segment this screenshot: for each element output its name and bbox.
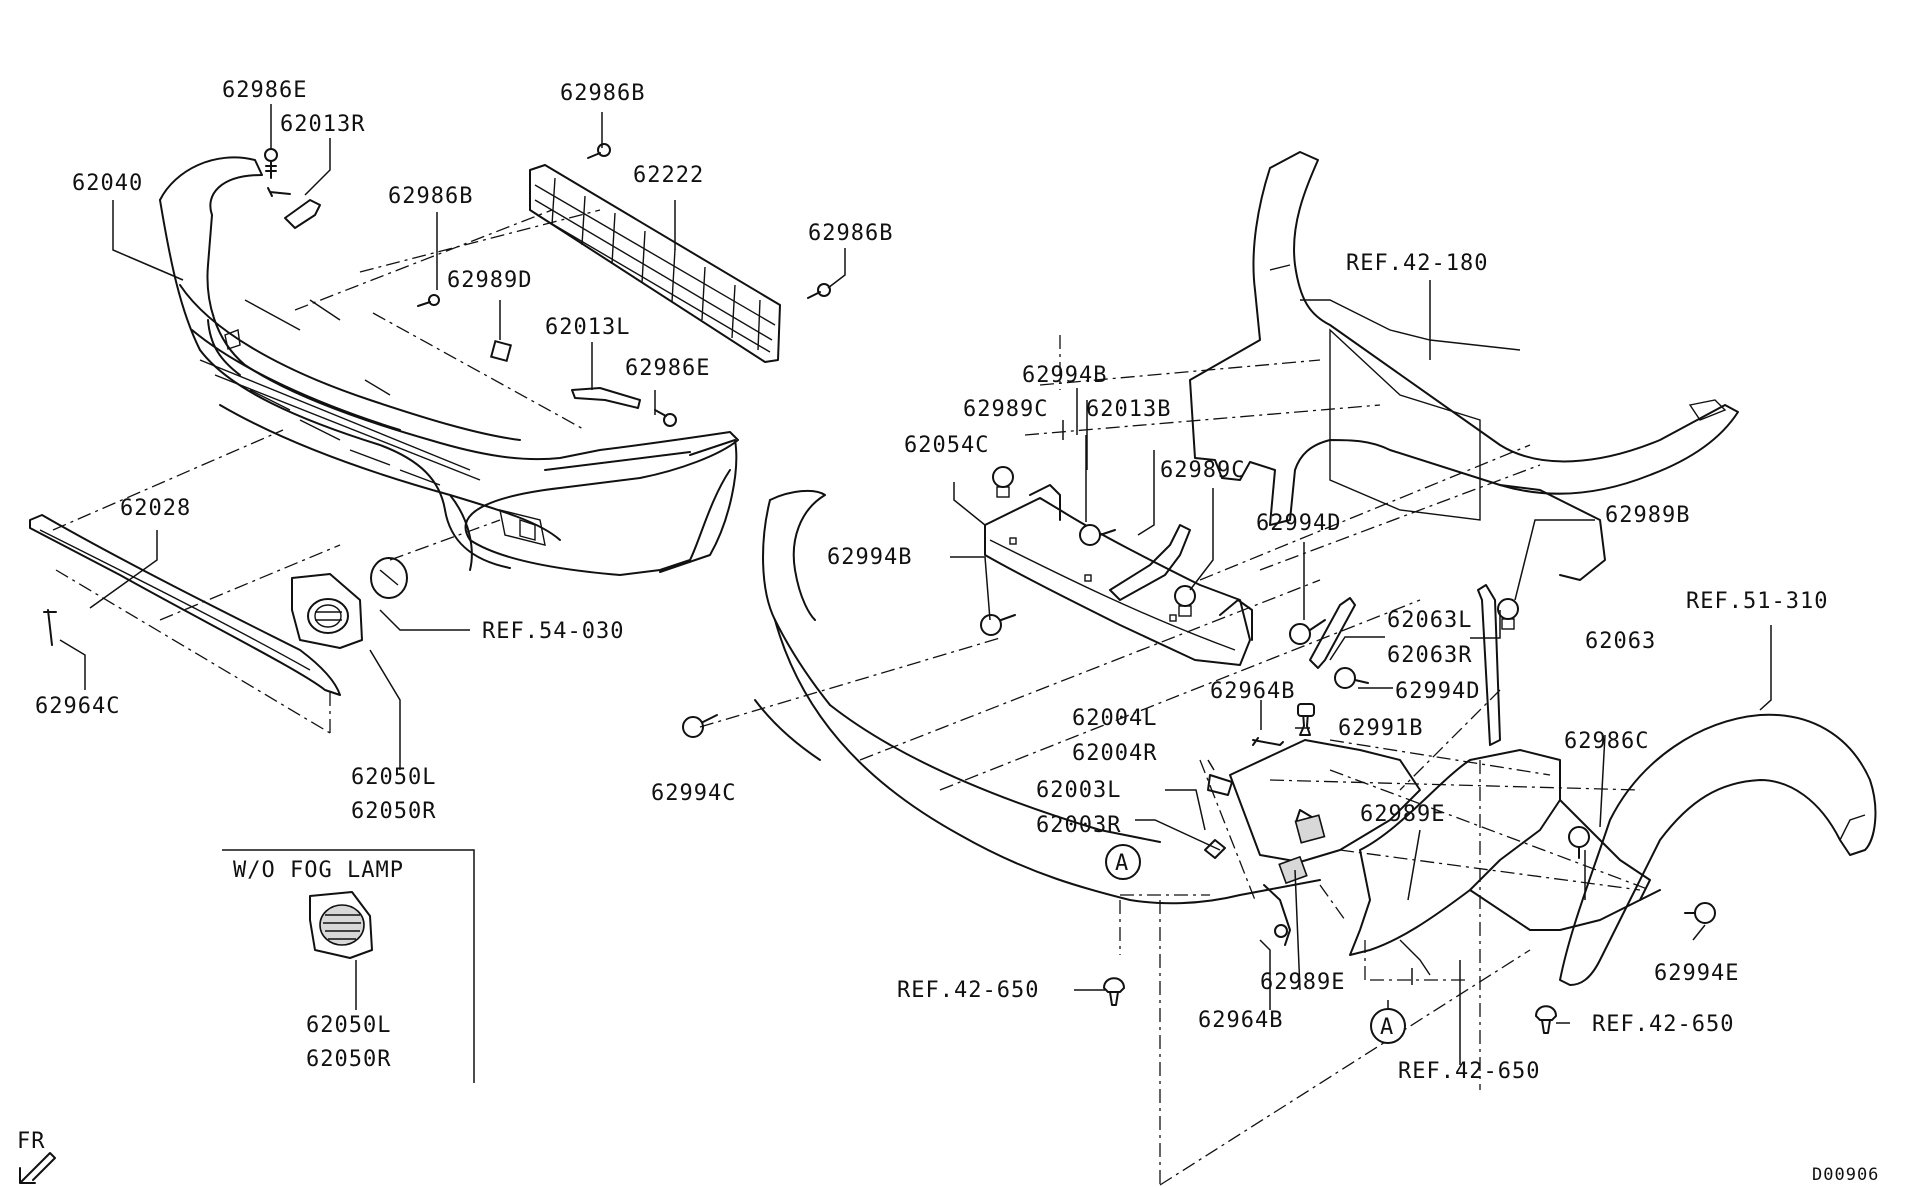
label-ref-42-650: REF.42-650: [1592, 1012, 1734, 1037]
label-62964B: 62964B: [1210, 679, 1295, 704]
label-62989C: 62989C: [963, 397, 1048, 422]
label-62004L: 62004L: [1072, 706, 1157, 731]
fr-arrow-icon: [19, 1152, 56, 1184]
bumper-face-62040: [159, 156, 739, 576]
grille-62222: [529, 164, 781, 363]
label-62986B: 62986B: [388, 184, 473, 209]
label-62989E: 62989E: [1260, 970, 1345, 995]
label-62222: 62222: [633, 163, 704, 188]
label-62964B: 62964B: [1198, 1008, 1283, 1033]
marker-a-2: A: [1380, 1015, 1394, 1040]
label-62050R: 62050R: [351, 799, 436, 824]
label-62986E: 62986E: [625, 356, 710, 381]
diagram-code: D00906: [1812, 1165, 1879, 1185]
wo-fog-lamp-box: [222, 849, 475, 1083]
label-62003L: 62003L: [1036, 778, 1121, 803]
label-62063L: 62063L: [1387, 608, 1472, 633]
part-labels: 62986E 62013R 62986B 62040 62222 62986B …: [17, 78, 1879, 1185]
fog-lamp-ref: [370, 557, 408, 599]
label-wo-fog-lamp: W/O FOG LAMP: [233, 858, 404, 883]
label-62989C: 62989C: [1160, 458, 1245, 483]
label-62003R: 62003R: [1036, 813, 1121, 838]
clips-right: [1204, 703, 1326, 946]
label-ref-42-180: REF.42-180: [1346, 251, 1488, 276]
fog-bezel-62050: [291, 573, 363, 649]
leader-lines: [59, 104, 1772, 1065]
label-ref-51-310: REF.51-310: [1686, 589, 1828, 614]
label-62986B: 62986B: [808, 221, 893, 246]
label-62063R: 62063R: [1387, 643, 1472, 668]
label-62013L: 62013L: [545, 315, 630, 340]
label-62994D: 62994D: [1256, 511, 1341, 536]
label-62994B: 62994B: [827, 545, 912, 570]
label-ref-42-650: REF.42-650: [897, 978, 1039, 1003]
label-62986E: 62986E: [222, 78, 307, 103]
label-ref-42-650: REF.42-650: [1398, 1059, 1540, 1084]
rib-62063: [1477, 584, 1501, 746]
clips-left: [284, 199, 641, 409]
label-62050L: 62050L: [306, 1013, 391, 1038]
assembly-lines: [52, 209, 1651, 1186]
rib-62063L: [1309, 597, 1356, 669]
label-62994B: 62994B: [1022, 363, 1107, 388]
label-ref-54-030: REF.54-030: [482, 619, 624, 644]
label-62054C: 62054C: [904, 433, 989, 458]
lower-trim-62028: [29, 514, 341, 696]
marker-a-2-circle: [1370, 1008, 1406, 1044]
label-62994C: 62994C: [651, 781, 736, 806]
label-62004R: 62004R: [1072, 741, 1157, 766]
label-62989D: 62989D: [447, 268, 532, 293]
label-62986B: 62986B: [560, 81, 645, 106]
label-fr: FR: [17, 1129, 46, 1154]
push-pins: [1102, 977, 1558, 1034]
bumper-upper-cover: [754, 489, 1321, 905]
label-62991B: 62991B: [1338, 716, 1423, 741]
label-62994D: 62994D: [1395, 679, 1480, 704]
bolts-right: [682, 466, 1716, 924]
label-62013B: 62013B: [1086, 397, 1171, 422]
label-62989B: 62989B: [1605, 503, 1690, 528]
label-62964C: 62964C: [35, 694, 120, 719]
label-62063: 62063: [1585, 629, 1656, 654]
label-62028: 62028: [120, 496, 191, 521]
label-62050L: 62050L: [351, 765, 436, 790]
marker-a-1-circle: [1105, 844, 1141, 880]
bracket-62013b: [1109, 524, 1191, 601]
screws-left: [264, 143, 831, 427]
label-62989E: 62989E: [1360, 802, 1445, 827]
marker-a-1: A: [1115, 851, 1129, 876]
label-62986C: 62986C: [1564, 729, 1649, 754]
label-62994E: 62994E: [1654, 961, 1739, 986]
fender-liner-ref: [1559, 713, 1877, 986]
radiator-support-ref: [1189, 151, 1739, 581]
label-62050R: 62050R: [306, 1047, 391, 1072]
label-62040: 62040: [72, 171, 143, 196]
undertray: [1229, 739, 1661, 976]
label-62013R: 62013R: [280, 112, 365, 137]
